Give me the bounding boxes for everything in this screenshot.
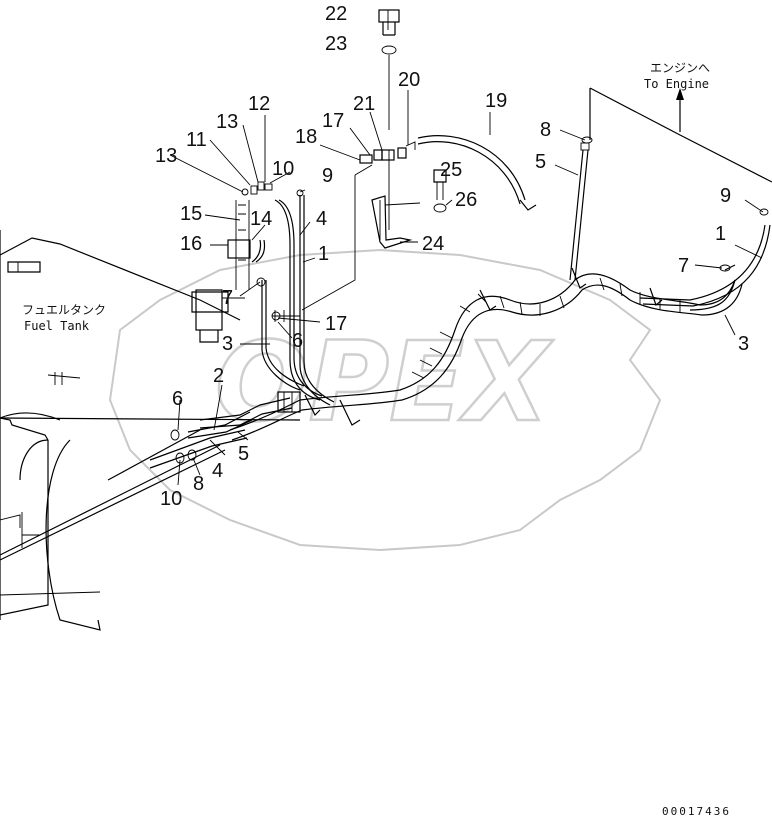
to-engine-label-en: To Engine bbox=[644, 77, 709, 91]
drawing-code: 00017436 bbox=[662, 805, 731, 818]
hose-1-3-right bbox=[639, 224, 771, 311]
clamps-top bbox=[301, 141, 416, 311]
callout-17-top: 17 bbox=[322, 110, 344, 132]
callout-9-right: 9 bbox=[720, 185, 731, 207]
callout-11: 11 bbox=[186, 129, 207, 151]
callout-10-top: 10 bbox=[272, 158, 294, 180]
callout-21: 21 bbox=[353, 93, 375, 115]
fuel-tank-label-en: Fuel Tank bbox=[24, 319, 90, 333]
fittings-left bbox=[170, 181, 304, 464]
callout-10-bottom: 10 bbox=[160, 488, 182, 510]
callout-6-left: 6 bbox=[172, 388, 183, 410]
bracket-24 bbox=[371, 169, 447, 249]
fittings-right bbox=[581, 136, 769, 272]
bolt-22 bbox=[378, 9, 400, 230]
callout-1-left: 1 bbox=[318, 243, 329, 265]
watermark-text: OPEX bbox=[215, 318, 554, 446]
hoses-left bbox=[251, 195, 335, 406]
callout-12: 12 bbox=[248, 93, 270, 115]
callout-15: 15 bbox=[180, 203, 202, 225]
callout-24: 24 bbox=[422, 233, 444, 255]
to-engine-label: エンジンへ To Engine bbox=[644, 61, 710, 91]
callout-7-left: 7 bbox=[222, 287, 233, 309]
callout-25: 25 bbox=[440, 159, 462, 181]
hose-19 bbox=[417, 135, 537, 211]
callouts: 22 23 20 21 17 18 19 12 13 11 13 10 9 15… bbox=[155, 3, 749, 510]
callout-4-bottom: 4 bbox=[212, 460, 223, 482]
leader-lines bbox=[169, 10, 764, 486]
callout-18: 18 bbox=[295, 126, 317, 148]
callout-22: 22 bbox=[325, 3, 347, 25]
watermark: OPEX bbox=[108, 248, 662, 552]
callout-19: 19 bbox=[485, 90, 507, 112]
callout-16: 16 bbox=[180, 233, 202, 255]
callout-6-mid: 6 bbox=[292, 330, 303, 352]
to-engine-arrow bbox=[589, 87, 772, 183]
callout-2: 2 bbox=[213, 365, 224, 387]
fuel-tank bbox=[0, 230, 301, 631]
callout-20: 20 bbox=[398, 69, 420, 91]
callout-17-mid: 17 bbox=[325, 313, 347, 335]
fuel-tank-label: フュエルタンク Fuel Tank bbox=[22, 303, 106, 333]
hose-5-right bbox=[569, 142, 590, 281]
callout-5-right: 5 bbox=[535, 151, 546, 173]
bracket-16 bbox=[227, 200, 251, 290]
callout-8-left: 8 bbox=[193, 473, 204, 495]
callout-1-right: 1 bbox=[715, 223, 726, 245]
callout-13-top: 13 bbox=[216, 111, 238, 133]
callout-7-right: 7 bbox=[678, 255, 689, 277]
callout-26: 26 bbox=[455, 189, 477, 211]
fuel-filter bbox=[191, 289, 245, 343]
callout-23: 23 bbox=[325, 33, 347, 55]
callout-3-left: 3 bbox=[222, 333, 233, 355]
callout-14: 14 bbox=[250, 208, 272, 230]
callout-4-top: 4 bbox=[316, 208, 327, 230]
fuel-tank-label-jp: フュエルタンク bbox=[22, 303, 106, 317]
callout-9-left: 9 bbox=[322, 165, 333, 187]
callout-8-right: 8 bbox=[540, 119, 551, 141]
main-harness bbox=[149, 267, 743, 469]
callout-3-right: 3 bbox=[738, 333, 749, 355]
callout-5-left: 5 bbox=[238, 443, 249, 465]
to-engine-label-jp: エンジンへ bbox=[650, 61, 710, 75]
callout-13-left: 13 bbox=[155, 145, 177, 167]
